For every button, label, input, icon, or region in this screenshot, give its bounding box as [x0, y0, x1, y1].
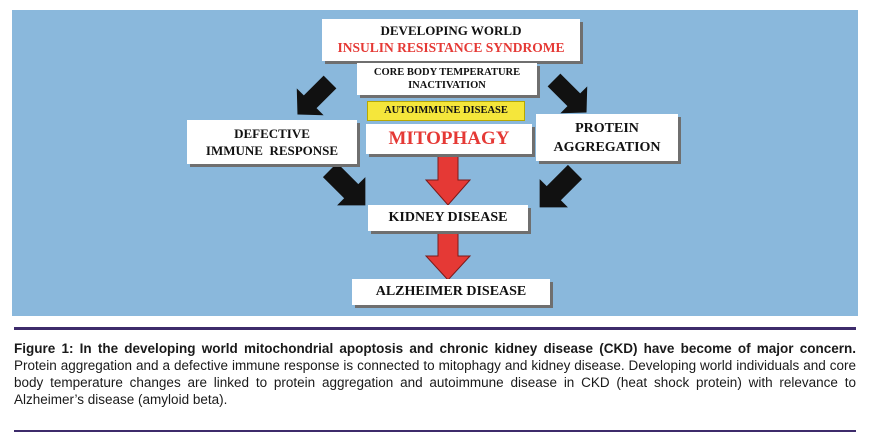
- autoimmune-disease-label: AUTOIMMUNE DISEASE: [384, 105, 508, 116]
- kidney-disease-box: KIDNEY DISEASE: [368, 205, 528, 231]
- alzheimer-disease-box: ALZHEIMER DISEASE: [352, 279, 550, 305]
- protein-aggregation-box: PROTEIN AGGREGATION: [536, 114, 678, 161]
- caption-bottom-rule: [14, 430, 856, 432]
- aggregation-label: AGGREGATION: [553, 140, 661, 155]
- caption-top-rule: [14, 327, 856, 330]
- figure-caption: Figure 1: In the developing world mitoch…: [14, 340, 856, 408]
- protein-label: PROTEIN: [575, 121, 639, 136]
- mitophagy-box: MITOPHAGY: [366, 124, 532, 154]
- core-body-temperature-label: CORE BODY TEMPERATURE: [373, 67, 521, 78]
- arrow-kidney-to-alzheimer-icon: [424, 229, 472, 281]
- developing-world-box: DEVELOPING WORLD INSULIN RESISTANCE SYND…: [322, 19, 580, 61]
- insulin-resistance-label: INSULIN RESISTANCE SYNDROME: [337, 40, 565, 55]
- arrow-core-to-protein-icon: [547, 73, 588, 114]
- defective-label: DEFECTIVE: [234, 126, 310, 141]
- core-body-temperature-box: CORE BODY TEMPERATURE INACTIVATION: [357, 63, 537, 95]
- mitophagy-label: MITOPHAGY: [388, 128, 510, 149]
- inactivation-label: INACTIVATION: [408, 80, 486, 91]
- caption-bold-text: Figure 1: In the developing world mitoch…: [14, 341, 856, 356]
- immune-response-label: IMMUNE RESPONSE: [205, 143, 339, 158]
- developing-world-label: DEVELOPING WORLD: [380, 23, 522, 38]
- arrow-defective-to-kidney-icon: [322, 162, 366, 206]
- arrow-mitophagy-to-kidney-icon: [424, 153, 472, 206]
- caption-body-text: Protein aggregation and a defective immu…: [14, 358, 856, 407]
- arrow-core-to-defective-icon: [296, 75, 337, 116]
- kidney-disease-label: KIDNEY DISEASE: [388, 210, 508, 225]
- autoimmune-disease-box: AUTOIMMUNE DISEASE: [367, 101, 525, 121]
- alzheimer-disease-label: ALZHEIMER DISEASE: [375, 284, 527, 299]
- defective-immune-response-box: DEFECTIVE IMMUNE RESPONSE: [187, 120, 357, 164]
- arrow-protein-to-kidney-icon: [539, 164, 583, 208]
